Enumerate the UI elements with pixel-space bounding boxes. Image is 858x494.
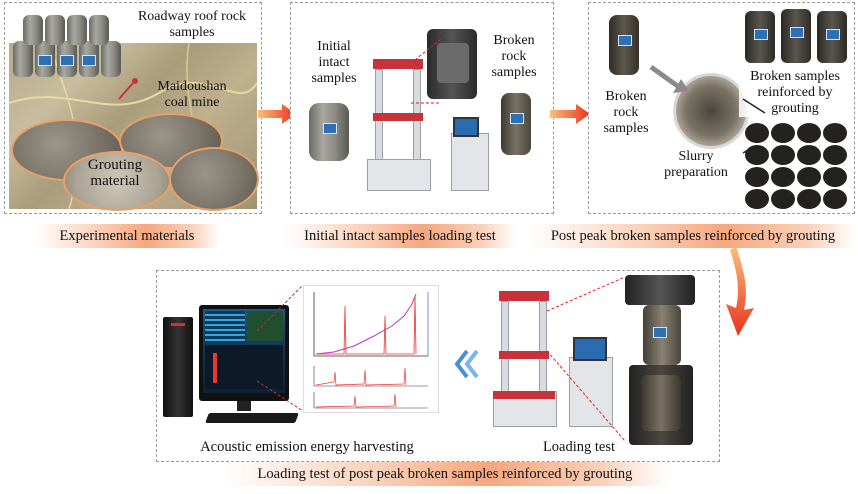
loading-label: Loading test <box>542 439 616 455</box>
ae-chart-graphic <box>313 292 429 409</box>
grouting-material-image-3 <box>63 151 171 211</box>
slurry-label: Slurry preparation <box>664 149 728 180</box>
broken-rock-label-2: Broken rock samples <box>603 89 649 136</box>
broken-rock-label-1: Broken rock samples <box>491 33 537 80</box>
zoomed-sample <box>625 275 697 447</box>
pc-tower <box>163 317 193 417</box>
bottom-panel: Acoustic emission energy harvesting Load… <box>156 270 720 462</box>
reinforced-panel: Broken rock samples Slurry preparation B… <box>588 2 855 214</box>
reinforced-sample-grid <box>745 123 849 209</box>
arrow-right-2 <box>550 104 590 124</box>
materials-panel: Roadway roof rock samples Maidoushan coa… <box>4 2 262 214</box>
ae-charts <box>303 285 439 413</box>
caption-reinforced: Post peak broken samples reinforced by g… <box>530 224 856 248</box>
arrow-right-1 <box>258 104 296 124</box>
zoom-lines-loading <box>546 276 626 442</box>
intact-test-panel: Initial intact samples Broken rock sampl… <box>290 2 554 214</box>
grouting-label: Grouting material <box>87 157 143 189</box>
acoustic-label: Acoustic emission energy harvesting <box>200 439 414 455</box>
reinforced-cylinders <box>745 7 849 65</box>
arrow-down-curved <box>726 246 754 336</box>
caption-bottom: Loading test of post peak broken samples… <box>222 462 668 486</box>
broken-sample <box>501 93 531 155</box>
loading-machine-2 <box>493 287 623 437</box>
slurry-arrow <box>649 64 689 93</box>
roof-rock-label: Roadway roof rock samples <box>137 9 247 40</box>
chevron-left-icon <box>454 349 479 379</box>
caption-intact: Initial intact samples loading test <box>284 224 516 248</box>
reinforced-label: Broken samples reinforced by grouting <box>739 69 851 117</box>
location-marker <box>118 78 138 100</box>
initial-intact-label: Initial intact samples <box>311 39 357 86</box>
zoom-lines-intact <box>410 38 442 104</box>
roof-rock-samples <box>13 11 133 79</box>
caption-materials: Experimental materials <box>34 224 220 248</box>
grouting-material-image-4 <box>169 147 259 211</box>
loading-machine <box>367 23 489 193</box>
reinforce-arrows <box>742 98 766 154</box>
mine-label: Maidoushan coal mine <box>157 79 227 110</box>
zoom-lines-ae <box>256 284 304 412</box>
monitor-screen <box>203 309 285 393</box>
